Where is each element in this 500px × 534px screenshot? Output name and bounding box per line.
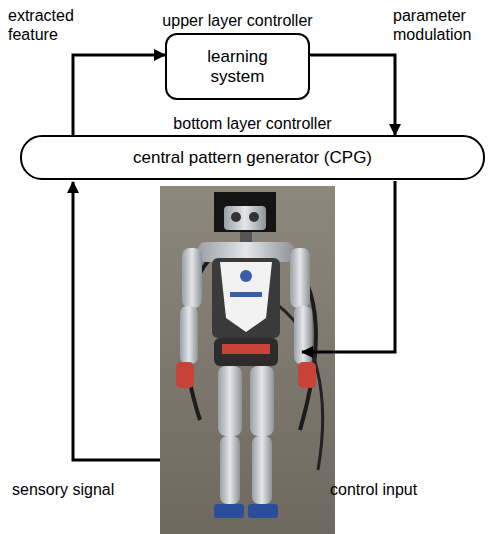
controller-box: upper layer controllerlearning system: [165, 33, 310, 100]
robot-photo: [160, 186, 335, 534]
box-label: central pattern generator (CPG): [133, 148, 372, 168]
layer-heading: upper layer controller: [162, 12, 312, 30]
sensory-wire: [73, 182, 160, 460]
signal-label: extracted feature: [8, 6, 106, 44]
control-wire: [302, 181, 395, 352]
box-label: learning system: [184, 47, 292, 86]
signal-arrow: [73, 55, 165, 135]
controller-box: bottom layer controllercentral pattern g…: [20, 135, 485, 180]
signal-label: sensory signal: [12, 480, 162, 499]
layer-heading: bottom layer controller: [173, 115, 331, 133]
signal-label: parameter modulation: [393, 6, 497, 44]
signal-label: control input: [330, 480, 490, 499]
